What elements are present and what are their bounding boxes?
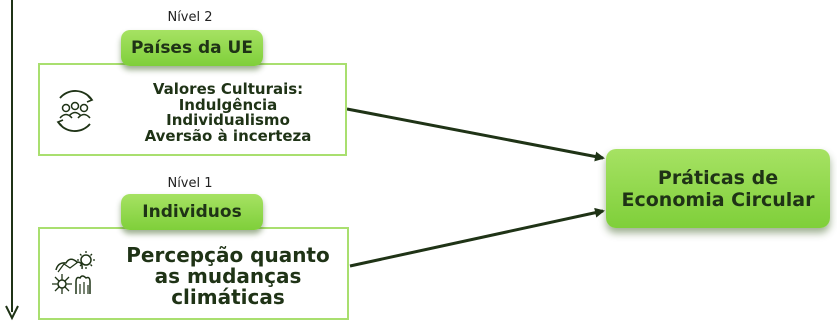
- level2-tag: Países da UE: [121, 30, 263, 66]
- outcome-box: Práticas de Economia Circular: [606, 149, 830, 228]
- level2-line: Aversão à incerteza: [144, 126, 312, 145]
- level2-box: Valores Culturais: Indulgência Individua…: [38, 63, 347, 156]
- level2-line: Valores Culturais:: [152, 80, 304, 98]
- level2-line: Individualismo: [166, 111, 290, 129]
- level2-text: Valores Culturais: Indulgência Individua…: [110, 80, 346, 145]
- level1-label: Nível 1: [167, 176, 213, 191]
- level1-box: Percepção quanto as mudanças climáticas: [38, 227, 349, 320]
- level1-line: Percepção quanto: [126, 243, 330, 267]
- climate-weather-icon: [52, 251, 95, 294]
- outcome-line: Economia Circular: [621, 188, 815, 211]
- level2-line: Indulgência: [178, 95, 278, 114]
- level-axis-arrowhead: [5, 305, 19, 321]
- arrow-level2-to-outcome: [346, 107, 605, 162]
- level2-label: Nível 2: [167, 10, 213, 25]
- group-cycle-icon: [56, 90, 94, 132]
- level1-line: as mudanças: [154, 264, 302, 288]
- level1-text: Percepção quanto as mudanças climáticas: [110, 245, 346, 308]
- level1-tag: Individuos: [121, 194, 263, 230]
- arrow-level1-to-outcome: [349, 207, 605, 268]
- level1-line: climáticas: [171, 285, 285, 309]
- outcome-line: Práticas de: [657, 166, 779, 189]
